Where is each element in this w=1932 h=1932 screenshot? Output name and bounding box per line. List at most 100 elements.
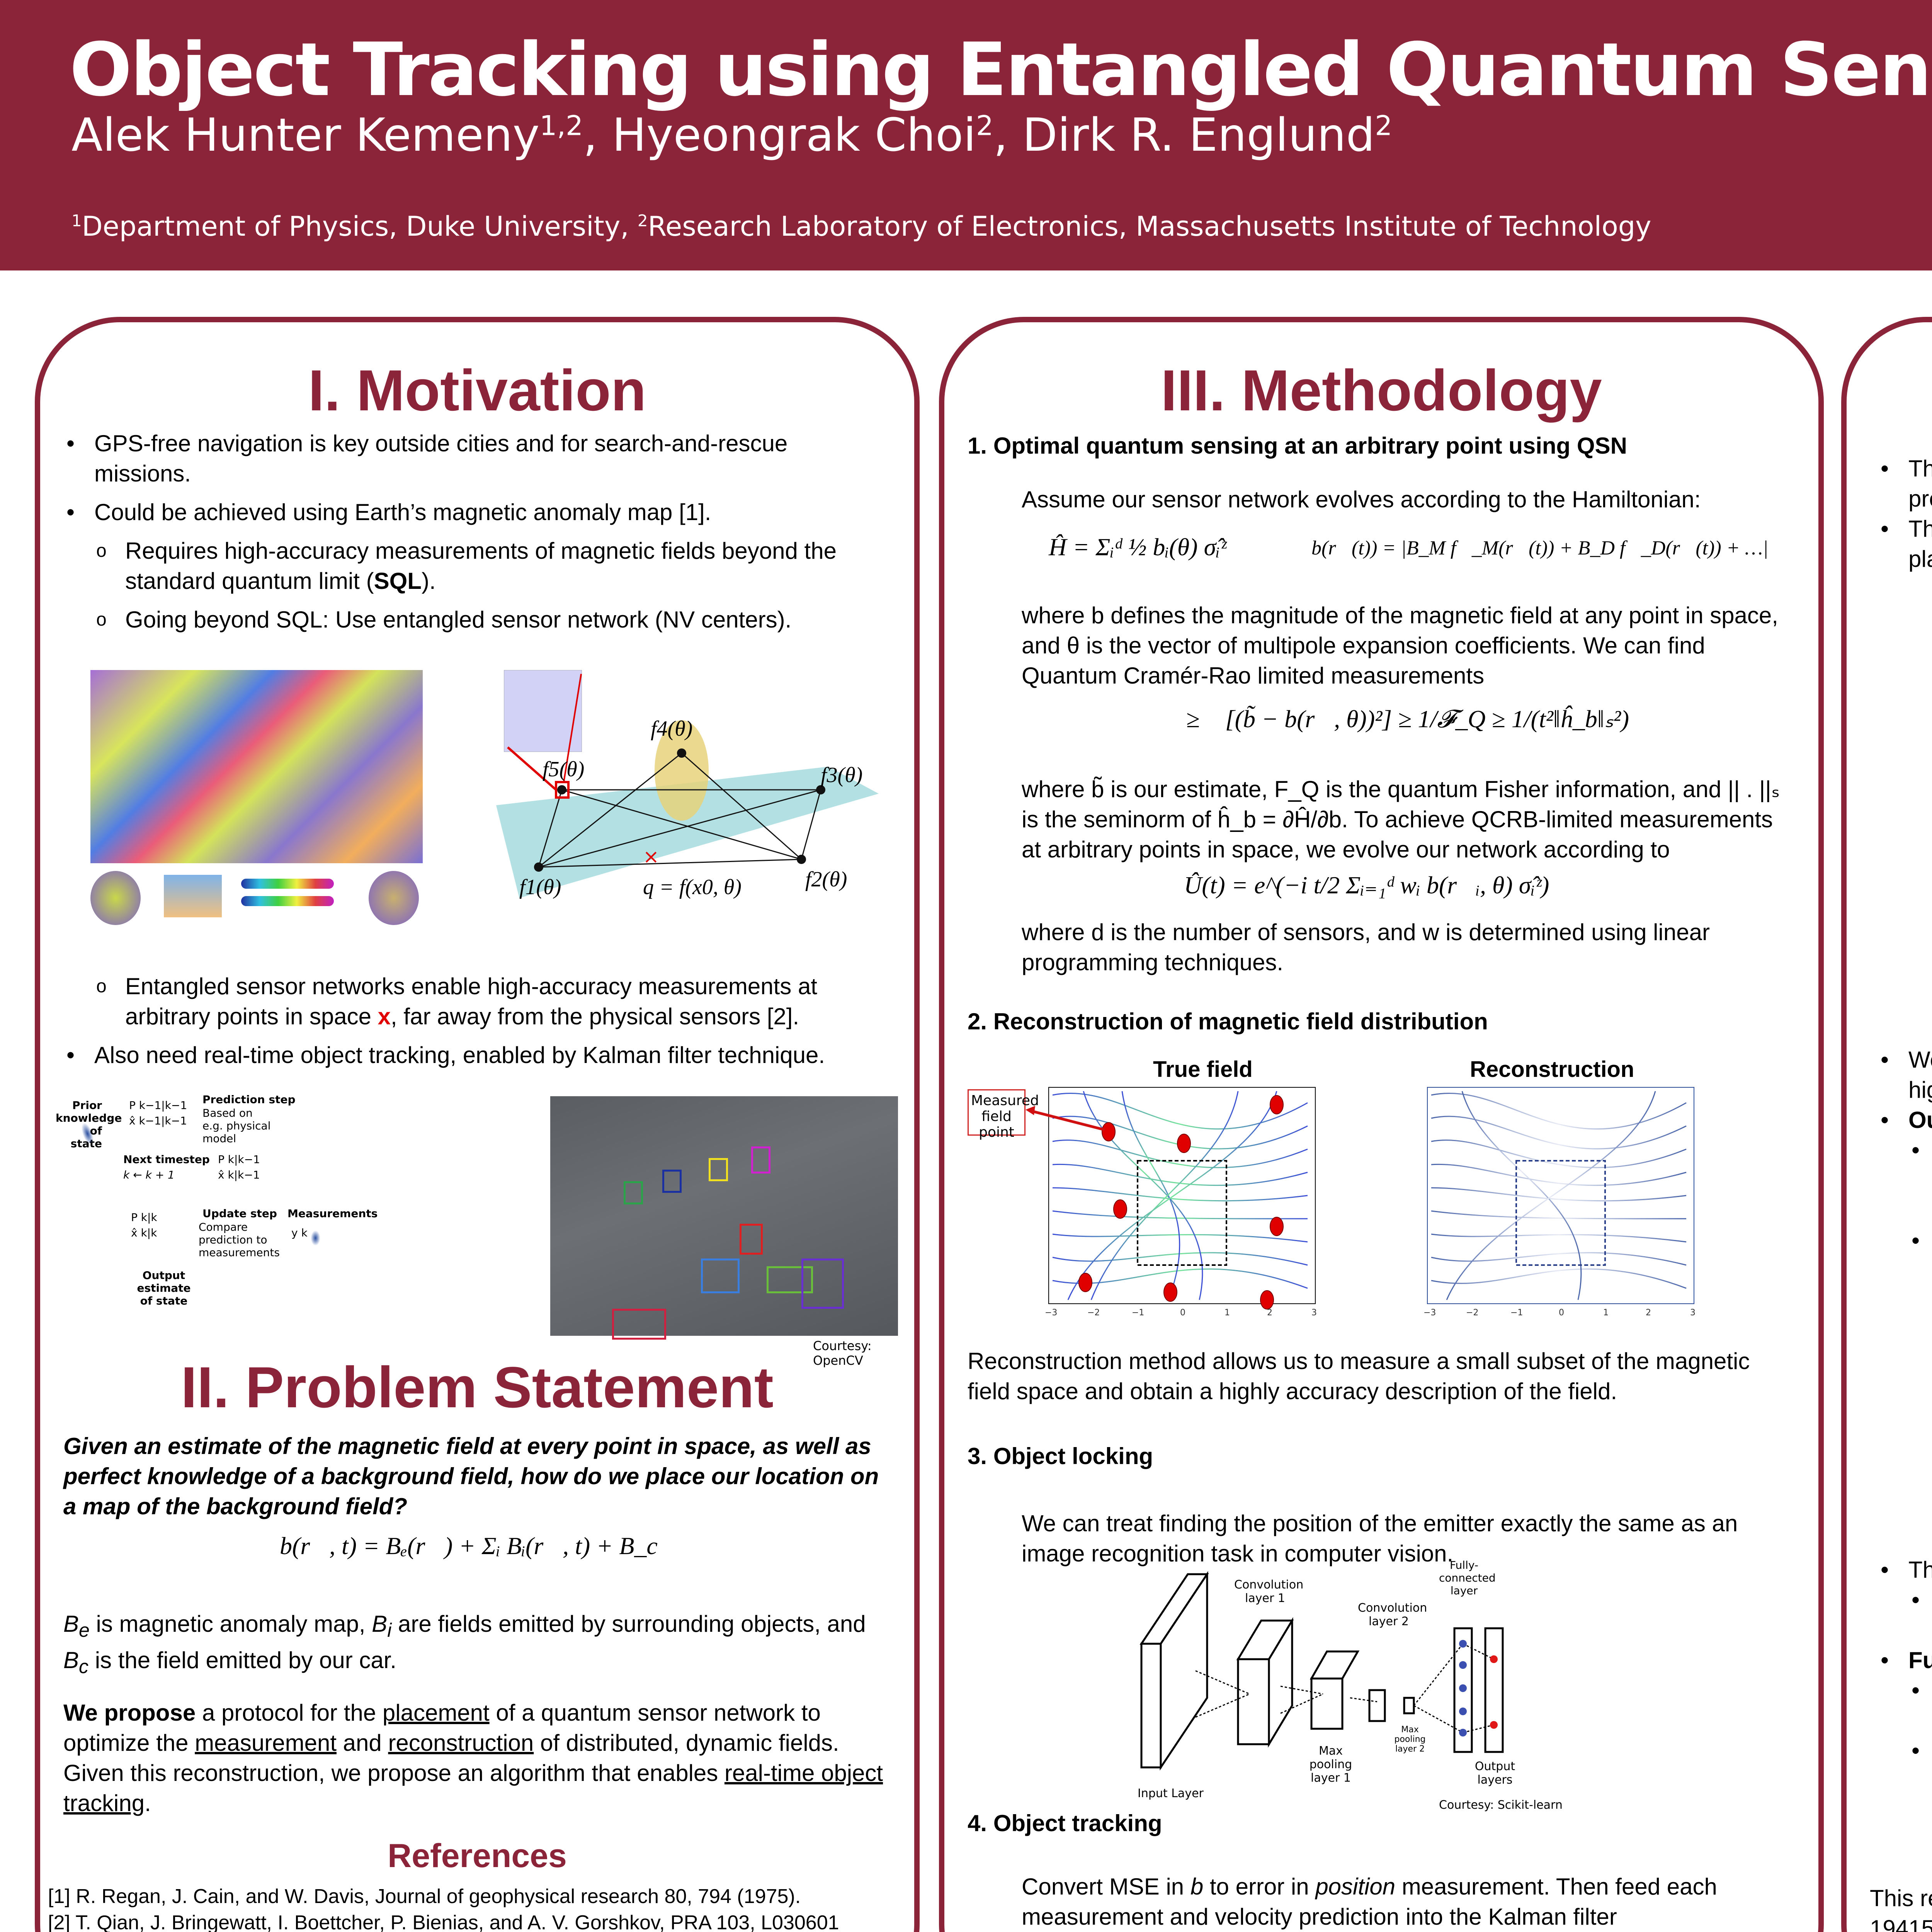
problem-definitions: Be is magnetic anomaly map, Bi are field… xyxy=(63,1611,866,1677)
kalman-prediction-desc: Based on e.g. physical model xyxy=(202,1107,271,1145)
field-magnitude-equation: b(r⃗(t)) = |B_M f⃗_M(r⃗(t)) + B_D f⃗_D(r… xyxy=(1311,537,1769,559)
kalman-next-title: Next timestep xyxy=(123,1153,210,1166)
bullet: This procedure has use cases beyond just… xyxy=(1878,1555,1932,1585)
cnn-output-label: Output layers xyxy=(1475,1760,1515,1787)
problem-proposal: We propose a protocol for the placement … xyxy=(63,1700,883,1816)
hamiltonian-equation: Ĥ = Σᵢᵈ ½ bᵢ(θ) σ̂ᵢᶻ xyxy=(1049,533,1226,561)
svg-text:−2: −2 xyxy=(1466,1308,1478,1318)
kalman-x-prev: x̂ k−1|k−1 xyxy=(129,1114,187,1127)
section-heading-acknowledgements: Acknowledgements xyxy=(1847,1837,1932,1875)
qcrb-equation: 𝓜 ≥ 𝔼[(b̃ − b(r⃗, θ))²] ≥ 1/𝓕_Q ≥ 1/(t²‖… xyxy=(1161,705,1629,733)
cnn-pool2-label: Max pooling layer 2 xyxy=(1394,1725,1426,1754)
cnn-diagram: Input Layer Convolution layer 1 Max pool… xyxy=(1138,1559,1659,1812)
svg-text:1: 1 xyxy=(1225,1308,1230,1318)
f3-label: f3(θ) xyxy=(821,763,863,787)
kalman-update-desc: Compare prediction to measurements xyxy=(199,1221,280,1259)
cnn-pool1-label: Max pooling layer 1 xyxy=(1309,1744,1352,1785)
object-tracking-description: Convert MSE in b to error in position me… xyxy=(1022,1874,1717,1930)
bullet: Future work: xyxy=(1878,1645,1932,1675)
sub-bullet: Next step is benchmarking a physical ent… xyxy=(1908,1135,1932,1226)
true-field-title: True field xyxy=(1153,1057,1253,1082)
author-name: Alek Hunter Kemeny xyxy=(71,108,540,162)
kalman-p-upd: P k|k xyxy=(131,1211,157,1224)
estimate-explanation: where b̃ is our estimate, F_Q is the qua… xyxy=(1022,776,1780,862)
object-tracking-photo xyxy=(550,1096,898,1340)
svg-text:2: 2 xyxy=(1267,1308,1272,1318)
svg-text:−2: −2 xyxy=(1087,1308,1100,1318)
motivation-bullets: GPS-free navigation is key outside citie… xyxy=(63,429,883,643)
svg-text:−1: −1 xyxy=(1510,1308,1523,1318)
caption-opencv: Courtesy: OpenCV xyxy=(813,1338,872,1368)
cnn-input-label: Input Layer xyxy=(1138,1787,1204,1800)
svg-text:1: 1 xyxy=(1603,1308,1609,1318)
kalman-measurements: Measurements xyxy=(287,1207,378,1220)
hamiltonian-explanation: where b defines the magnitude of the mag… xyxy=(1022,602,1778,689)
bullet: Thus, to achieve near-optimal accuracy, … xyxy=(1878,514,1932,574)
panel-left: I. Motivation GPS-free navigation is key… xyxy=(35,317,920,1932)
bullet: We present an algorithm that uses a quan… xyxy=(1878,1045,1932,1105)
sub-bullet: Going beyond SQL: Use entangled sensor n… xyxy=(94,605,883,635)
reference-item: [1] R. Regan, J. Cain, and W. Davis, Jou… xyxy=(48,1885,801,1908)
author-name: Dirk R. Englund xyxy=(1022,108,1375,162)
cnn-conv2-label: Convolution layer 2 xyxy=(1358,1601,1427,1628)
subsection-title-3: 3. Object locking xyxy=(968,1443,1153,1469)
author-affil: 1,2 xyxy=(539,109,583,142)
motivation-bullets-2: Entangled sensor networks enable high-ac… xyxy=(63,971,883,1079)
sub-bullet: Can also extend this algorithm to find p… xyxy=(1908,1736,1932,1766)
svg-text:0: 0 xyxy=(1180,1308,1185,1318)
sub-bullet: Can remotely characterize any magnetic f… xyxy=(1908,1585,1932,1645)
kalman-output: Output estimate of state xyxy=(137,1269,191,1307)
kalman-update-title: Update step xyxy=(202,1207,277,1220)
sub-bullet: Entangled sensor networks enable high-ac… xyxy=(94,971,883,1032)
f2-label: f2(θ) xyxy=(805,867,847,891)
affil-num: 1 xyxy=(71,211,82,230)
callout-line: field point xyxy=(979,1109,1014,1140)
affil-text: Department of Physics, Duke University, xyxy=(82,211,638,242)
svg-text:3: 3 xyxy=(1690,1308,1696,1318)
section-heading-methodology: III. Methodology xyxy=(1161,358,1602,423)
acknowledgements-text: This research was supported by Center fo… xyxy=(1870,1885,1932,1932)
kalman-yk: y k xyxy=(291,1226,308,1239)
section-heading-references: References xyxy=(388,1837,567,1874)
cnn-fc-label: Fully-connected layer xyxy=(1439,1559,1496,1597)
section-heading-conclusion: V. Conclusion xyxy=(1847,971,1932,1038)
svg-text:−1: −1 xyxy=(1132,1308,1144,1318)
f4-label: f4(θ) xyxy=(651,717,693,741)
kalman-filter-diagram: Prior knowledge of state P k−1|k−1 x̂ k−… xyxy=(56,1091,539,1323)
panel-right: IV. Sensor Placement The placement of th… xyxy=(1841,317,1932,1932)
affiliations: 1Department of Physics, Duke University,… xyxy=(71,211,1651,242)
reference-list: [1] R. Regan, J. Cain, and W. Davis, Jou… xyxy=(48,1883,898,1932)
subsection-title-1: 1. Optimal quantum sensing at an arbitra… xyxy=(968,433,1627,459)
author-name: Hyeongrak Choi xyxy=(612,108,976,162)
hamiltonian-intro: Assume our sensor network evolves accord… xyxy=(1022,486,1701,512)
f5-label: f5(θ) xyxy=(543,757,585,781)
caption-scikit: Courtesy: Scikit-learn xyxy=(1439,1798,1563,1812)
bullet: Could be achieved using Earth’s magnetic… xyxy=(63,497,883,527)
bullet: Also need real-time object tracking, ena… xyxy=(63,1040,883,1070)
affil-text: Research Laboratory of Electronics, Mass… xyxy=(648,211,1651,242)
sub-bullet: Ultimate goal is to build the physical Q… xyxy=(1908,1226,1932,1286)
problem-equation: b(r⃗, t) = Bₑ(r⃗) + Σᵢ Bᵢ(r⃗, t) + B_c xyxy=(280,1532,658,1560)
svg-text:0: 0 xyxy=(1559,1308,1564,1318)
reference-item: [2] T. Qian, J. Bringewatt, I. Boettcher… xyxy=(48,1912,839,1932)
section-heading-motivation: I. Motivation xyxy=(308,358,646,423)
svg-text:−3: −3 xyxy=(1045,1308,1057,1318)
sensors-explanation: where d is the number of sensors, and w … xyxy=(1022,919,1710,975)
affil-num: 2 xyxy=(637,211,648,230)
subsection-title-2: 2. Reconstruction of magnetic field dist… xyxy=(968,1009,1488,1034)
subsection-title-4: 4. Object tracking xyxy=(968,1810,1162,1836)
reconstruction-title: Reconstruction xyxy=(1470,1057,1634,1082)
kalman-p-pred: P k|k−1 xyxy=(218,1153,260,1166)
kalman-prediction-title: Prediction step xyxy=(202,1093,296,1106)
kalman-x-upd: x̂ k|k xyxy=(131,1226,157,1239)
magnetic-anomaly-map xyxy=(90,666,423,929)
kalman-next-eq: k ← k + 1 xyxy=(123,1168,175,1181)
unitary-equation: Û(t) = e^(−i t/2 Σᵢ₌₁ᵈ wᵢ b(r⃗ᵢ, θ) σ̂ᵢᶻ… xyxy=(1184,871,1549,899)
bullet: GPS-free navigation is key outside citie… xyxy=(63,429,883,489)
quantum-sensor-network-diagram: × f4(θ) f5(θ) f3(θ) f1(θ) f2(θ) q = f(x0… xyxy=(481,666,890,913)
author-affil: 2 xyxy=(1375,109,1393,142)
q-label: q = f(x0, θ) xyxy=(643,875,742,899)
bullet: Outlook: xyxy=(1878,1105,1932,1135)
svg-text:3: 3 xyxy=(1311,1308,1317,1318)
object-locking-description: We can treat finding the position of the… xyxy=(1022,1510,1738,1566)
